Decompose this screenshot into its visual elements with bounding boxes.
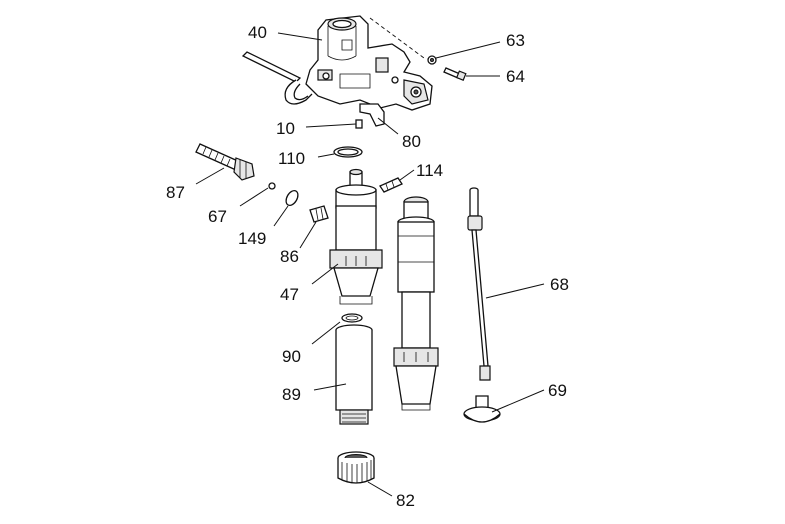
screw-part (443, 67, 467, 81)
callout-47: 47 (280, 285, 299, 304)
seal-ring-part (341, 313, 363, 323)
gasket-ring-part (285, 189, 299, 207)
callout-67: 67 (208, 207, 227, 226)
o-ring-part (333, 146, 363, 158)
callout-labels: 40 63 64 10 80 110 114 87 67 149 86 47 6… (166, 23, 569, 510)
clip-part (359, 103, 385, 127)
callout-82: 82 (396, 491, 415, 510)
suction-tube-part (467, 187, 491, 381)
callout-114: 114 (416, 161, 443, 180)
valve-stem-part (195, 143, 255, 181)
callout-63: 63 (506, 31, 525, 50)
callout-80: 80 (402, 132, 421, 151)
callout-87: 87 (166, 183, 185, 202)
callout-110: 110 (278, 149, 305, 168)
pump-housing-part (329, 168, 383, 305)
cylinder-sleeve-part (335, 324, 373, 425)
leader-lines (195, 32, 545, 497)
callout-40: 40 (248, 23, 267, 42)
small-washer-part (268, 182, 276, 190)
nut-part (427, 55, 437, 65)
callout-89: 89 (282, 385, 301, 404)
callout-86: 86 (280, 247, 299, 266)
pin-part (355, 119, 363, 129)
callout-64: 64 (506, 67, 525, 86)
callout-90: 90 (282, 347, 301, 366)
callout-149: 149 (238, 229, 266, 248)
fitting-part (309, 205, 329, 223)
foot-strainer-part (463, 395, 501, 423)
filter-screen-part (337, 451, 375, 484)
frame-bracket-part (241, 15, 433, 111)
callout-69: 69 (548, 381, 567, 400)
callout-68: 68 (550, 275, 569, 294)
callout-10: 10 (276, 119, 295, 138)
assembled-pump-part (393, 196, 439, 411)
stud-part (379, 177, 403, 193)
